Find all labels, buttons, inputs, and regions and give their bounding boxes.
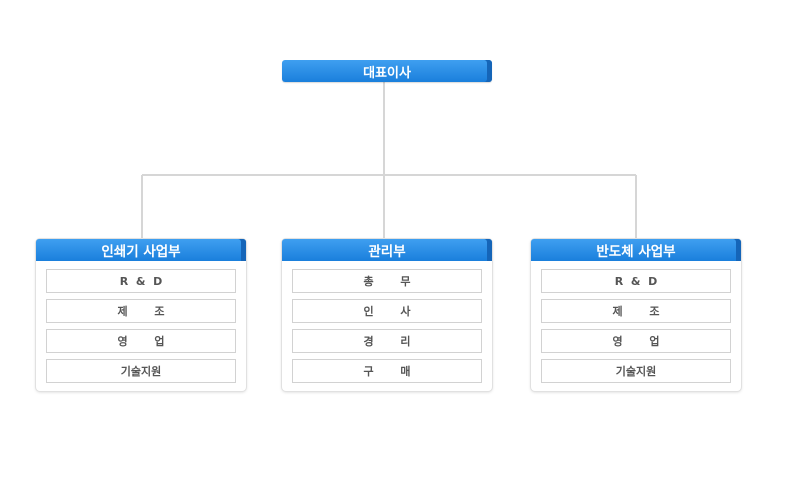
ceo-label: 대표이사 (363, 65, 411, 81)
dept-printing-item-tech-support: 기술지원 (46, 359, 236, 383)
dept-management-item-accounting: 경 리 (292, 329, 482, 353)
dept-printing-item-manufacturing: 제 조 (46, 299, 236, 323)
dept-semiconductor-item-sales: 영 업 (541, 329, 731, 353)
dept-printing: 인쇄기 사업부 R & D 제 조 영 업 기술지원 (36, 239, 246, 391)
dept-semiconductor-title: 반도체 사업부 (596, 244, 676, 260)
dept-semiconductor-item-manufacturing: 제 조 (541, 299, 731, 323)
dept-management-title: 관리부 (368, 244, 406, 260)
dept-printing-header: 인쇄기 사업부 (36, 239, 246, 261)
ceo-box: 대표이사 (282, 60, 492, 82)
dept-printing-title: 인쇄기 사업부 (101, 244, 181, 260)
dept-management-item-purchasing: 구 매 (292, 359, 482, 383)
dept-management-item-hr: 인 사 (292, 299, 482, 323)
dept-management-header: 관리부 (282, 239, 492, 261)
dept-semiconductor-header: 반도체 사업부 (531, 239, 741, 261)
dept-semiconductor-item-rnd: R & D (541, 269, 731, 293)
dept-printing-item-rnd: R & D (46, 269, 236, 293)
dept-printing-item-sales: 영 업 (46, 329, 236, 353)
dept-semiconductor: 반도체 사업부 R & D 제 조 영 업 기술지원 (531, 239, 741, 391)
dept-semiconductor-item-tech-support: 기술지원 (541, 359, 731, 383)
dept-management: 관리부 총 무 인 사 경 리 구 매 (282, 239, 492, 391)
dept-management-item-general-affairs: 총 무 (292, 269, 482, 293)
